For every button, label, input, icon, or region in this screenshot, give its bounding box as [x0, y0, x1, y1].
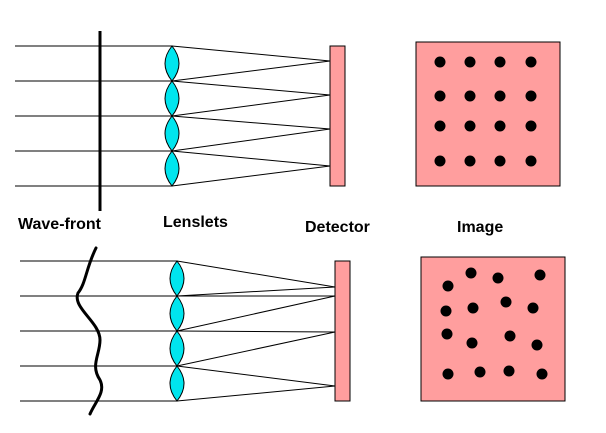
image-spot	[464, 56, 476, 68]
image-spot	[527, 302, 539, 314]
lenslet	[169, 260, 185, 297]
image-spot	[494, 120, 506, 132]
focused-ray	[176, 365, 336, 387]
lenslet	[164, 150, 180, 187]
image-spot	[534, 269, 546, 281]
detector-plate	[334, 260, 351, 402]
image-spot	[464, 120, 476, 132]
wavefront-curve	[75, 246, 104, 416]
image-spot	[525, 56, 537, 68]
image-spot	[466, 337, 478, 349]
focused-ray	[176, 260, 336, 288]
lenslet	[164, 80, 180, 117]
image-spot	[474, 366, 486, 378]
image-spot	[465, 267, 477, 279]
focused-ray	[176, 295, 336, 332]
lenslet	[169, 295, 185, 332]
image-spot	[531, 339, 543, 351]
image-spot	[440, 305, 452, 317]
flat-wavefront-panel	[15, 31, 561, 211]
detector-plate	[329, 45, 346, 187]
image-spot	[504, 330, 516, 342]
lenslet	[169, 330, 185, 367]
lenslet	[164, 115, 180, 152]
focused-ray	[171, 94, 331, 117]
distorted-wavefront-panel	[20, 246, 566, 416]
focused-ray	[176, 331, 336, 367]
wavefront-label: Wave-front	[18, 216, 101, 233]
focused-ray	[176, 330, 336, 333]
focused-ray	[171, 115, 331, 130]
image-spot	[525, 90, 537, 102]
image-spot	[525, 155, 537, 167]
focused-ray	[171, 60, 331, 82]
lenslet	[164, 45, 180, 82]
image-spot	[503, 365, 515, 377]
focused-ray	[171, 165, 331, 187]
focused-ray	[171, 128, 331, 152]
image-spot	[434, 90, 446, 102]
image-spot	[500, 296, 512, 308]
image-spot	[434, 56, 446, 68]
image-spot	[464, 90, 476, 102]
image-spot	[464, 155, 476, 167]
focused-ray	[171, 80, 331, 96]
focused-ray	[171, 45, 331, 62]
lenslet	[169, 365, 185, 402]
image-spot	[434, 120, 446, 132]
image-spot	[525, 120, 537, 132]
image-spot	[536, 368, 548, 380]
image-label: Image	[457, 219, 504, 236]
image-spot	[494, 155, 506, 167]
image-spot	[442, 280, 454, 292]
detector-label: Detector	[305, 219, 370, 236]
image-spot	[492, 272, 504, 284]
image-spot	[494, 90, 506, 102]
focused-ray	[171, 150, 331, 167]
image-spot	[442, 368, 454, 380]
focused-ray	[176, 385, 336, 402]
focused-ray	[176, 286, 336, 297]
image-spot	[441, 328, 453, 340]
image-spot	[467, 302, 479, 314]
image-spot	[434, 155, 446, 167]
lenslets-label: Lenslets	[163, 214, 228, 231]
image-spot	[494, 56, 506, 68]
